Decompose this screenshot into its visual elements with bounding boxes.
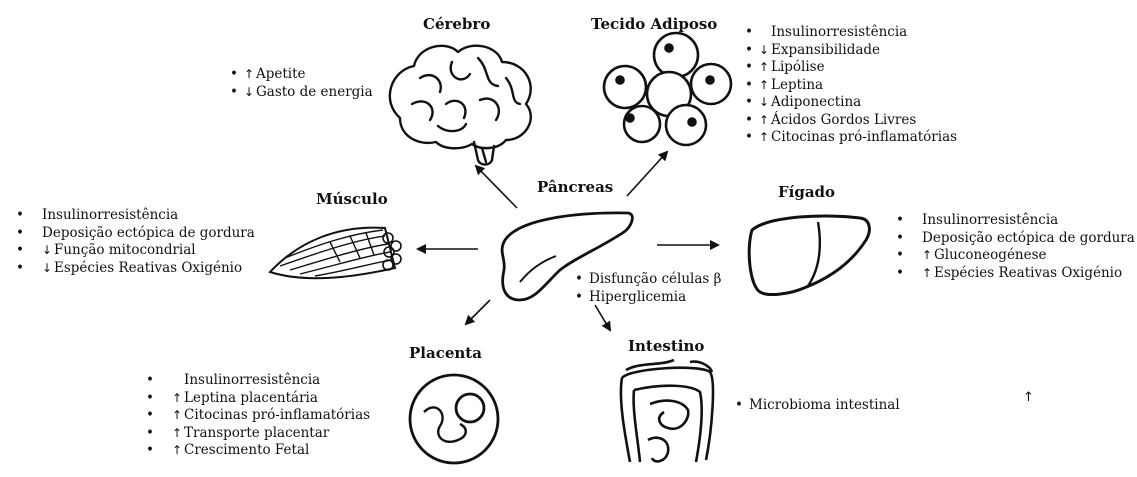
list-item: •↑Citocinas pró-inflamatórias (146, 407, 370, 425)
list-item: •↑Lipólise (745, 59, 957, 77)
list-item: •↑Transporte placentar (146, 425, 370, 443)
list-item: •↑Leptina placentária (146, 390, 370, 408)
list-item: •↑Espécies Reativas Oxigénio (896, 265, 1135, 283)
list-item: •↓Adiponectina (745, 94, 957, 112)
liver-icon (749, 216, 869, 295)
list-item: •↓Função mitocondrial (16, 242, 255, 260)
list-item: •Insulinorresistência (16, 207, 255, 225)
list-item: •↑Citocinas pró-inflamatórias (745, 129, 957, 147)
list-item: •Hiperglicemia (575, 289, 721, 307)
list-item: •↑Ácidos Gordos Livres (745, 112, 957, 130)
list-item: •Microbioma intestinal (735, 397, 900, 415)
pancreas-list: •Disfunção células β •Hiperglicemia (575, 271, 721, 306)
placenta-icon (410, 375, 498, 463)
list-item: •Insulinorresistência (146, 372, 370, 390)
placenta-title: Placenta (409, 344, 482, 362)
list-item: •↑Apetite (230, 66, 373, 84)
list-item: •↓Gasto de energia (230, 84, 373, 102)
pancreas-title: Pâncreas (537, 178, 613, 196)
brain-icon (390, 46, 531, 165)
list-item: •Disfunção células β (575, 271, 721, 289)
intestine-title: Intestino (628, 337, 704, 355)
adipose-list: •Insulinorresistência •↓Expansibilidade … (745, 24, 957, 147)
adipose-title: Tecido Adiposo (591, 15, 717, 33)
list-item: •Deposição ectópica de gordura (16, 225, 255, 243)
list-item: •↓Expansibilidade (745, 42, 957, 60)
list-item: •↑Crescimento Fetal (146, 442, 370, 460)
arrow-to-adipose (627, 152, 667, 196)
arrow-to-placenta (466, 300, 490, 324)
list-item: •↑Gluconeogénese (896, 247, 1135, 265)
list-item: •Insulinorresistência (745, 24, 957, 42)
list-item: •Insulinorresistência (896, 212, 1135, 230)
liver-list: •Insulinorresistência •Deposição ectópic… (896, 212, 1135, 282)
liver-title: Fígado (778, 183, 835, 201)
placenta-list: •Insulinorresistência •↑Leptina placentá… (146, 372, 370, 460)
intestine-icon (621, 360, 713, 462)
stray-up-arrow: ↑ (1023, 390, 1034, 405)
muscle-title: Músculo (316, 190, 388, 208)
brain-title: Cérebro (423, 15, 490, 33)
arrow-to-brain (476, 166, 517, 208)
list-item: •Deposição ectópica de gordura (896, 230, 1135, 248)
brain-list: •↑Apetite •↓Gasto de energia (230, 66, 373, 101)
muscle-list: •Insulinorresistência •Deposição ectópic… (16, 207, 255, 277)
list-item: •↓Espécies Reativas Oxigénio (16, 260, 255, 278)
adipose-cells-icon (604, 33, 731, 145)
arrow-to-intestine (595, 305, 610, 330)
muscle-icon (270, 228, 401, 279)
list-item: •↑Leptina (745, 77, 957, 95)
intestine-list: •Microbioma intestinal (735, 397, 900, 415)
